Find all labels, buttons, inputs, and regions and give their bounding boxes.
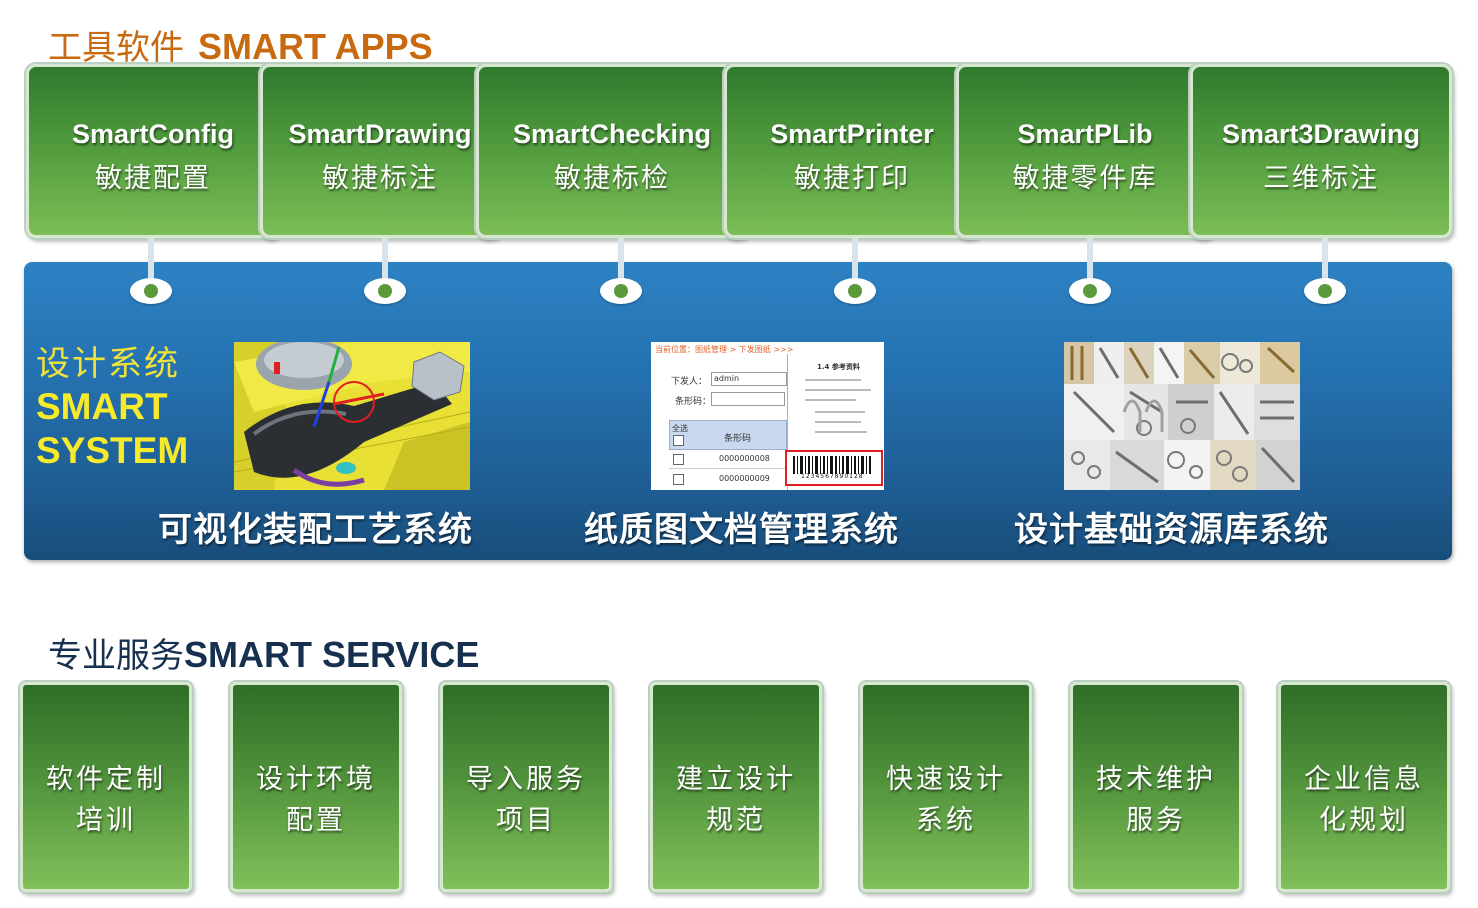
service-title-cn: 专业服务: [48, 636, 184, 676]
barcode-digits: 1234567890128: [801, 473, 864, 480]
connector-node: [130, 278, 172, 304]
issuer-label: 下发人：: [671, 377, 708, 387]
apps-title-cn: 工具软件: [48, 28, 184, 68]
doc-breadcrumb: 当前位置：图纸管理 > 下发图纸 >>>: [655, 345, 794, 354]
smart-system-panel: 设计系统 SMART SYSTEM 当前位置：图纸管理 > 下发: [24, 262, 1452, 560]
service-label-line2: 项目: [496, 805, 556, 836]
table-header: 全选 条形码: [669, 420, 787, 450]
app-cn-name: 敏捷配置: [95, 163, 211, 194]
select-all-label: 全选: [672, 424, 688, 433]
service-card-training[interactable]: 软件定制 培训: [20, 682, 192, 892]
connector-dot: [614, 284, 628, 298]
service-card-standards[interactable]: 建立设计 规范: [650, 682, 822, 892]
assembly-3d-image[interactable]: [234, 342, 470, 490]
app-cn-name: 敏捷标检: [554, 163, 670, 194]
app-name: SmartConfig: [72, 119, 234, 149]
system-title-en-line2: SYSTEM: [36, 430, 189, 471]
doc-text-lines: [805, 379, 871, 433]
connector-line: [148, 238, 154, 280]
system-label-assembly: 可视化装配工艺系统: [158, 510, 473, 550]
app-name: SmartDrawing: [288, 119, 472, 149]
service-label-line2: 化规划: [1319, 805, 1409, 836]
system-label-resource: 设计基础资源库系统: [1014, 510, 1329, 550]
connector-node: [600, 278, 642, 304]
service-label-line1: 导入服务: [466, 764, 586, 795]
connector-line: [1087, 238, 1093, 280]
service-label-line1: 技术维护: [1096, 764, 1216, 795]
app-cn-name: 敏捷零件库: [1012, 163, 1158, 194]
parts-library-image[interactable]: [1064, 342, 1300, 490]
connector-line: [852, 238, 858, 280]
service-label-line1: 设计环境: [256, 764, 376, 795]
apps-title-en: SMART APPS: [198, 26, 433, 67]
system-title-en-line1: SMART: [36, 386, 168, 427]
app-card-smartprinter[interactable]: SmartPrinter 敏捷打印: [724, 64, 980, 238]
table-row[interactable]: 0000000009: [669, 470, 785, 488]
row-checkbox[interactable]: [673, 474, 684, 485]
barcode-field[interactable]: [711, 392, 785, 406]
app-card-smartplib[interactable]: SmartPLib 敏捷零件库: [956, 64, 1214, 238]
system-section-title: 设计系统 SMART SYSTEM: [36, 336, 188, 473]
barcode-label: 条形码：: [675, 397, 712, 407]
barcode-form-pane: 下发人： admin 条形码： 全选 条形码 0000000008 000000…: [651, 354, 788, 490]
connector-node: [1069, 278, 1111, 304]
service-card-import[interactable]: 导入服务 项目: [440, 682, 612, 892]
app-card-smartchecking[interactable]: SmartChecking 敏捷标检: [476, 64, 748, 238]
doc-heading: 1.4 参考资料: [817, 363, 860, 371]
fastener-collage-illustration: [1064, 342, 1300, 490]
barcode-icon: [793, 456, 871, 474]
system-title-cn: 设计系统: [36, 344, 180, 384]
app-card-smartconfig[interactable]: SmartConfig 敏捷配置: [26, 64, 280, 238]
connector-node: [834, 278, 876, 304]
column-header-barcode: 条形码: [724, 434, 752, 444]
connector-line: [382, 238, 388, 280]
service-label-line1: 快速设计: [886, 764, 1006, 795]
app-name: SmartPLib: [1017, 119, 1153, 149]
service-section-title: 专业服务SMART SERVICE: [48, 628, 479, 677]
assembly-3d-illustration: [234, 342, 470, 490]
connector-dot: [144, 284, 158, 298]
service-label-line1: 软件定制: [46, 764, 166, 795]
system-label-document: 纸质图文档管理系统: [584, 510, 899, 550]
connector-line: [1322, 238, 1328, 280]
select-all-checkbox[interactable]: [673, 435, 684, 446]
row-checkbox[interactable]: [673, 454, 684, 465]
app-cn-name: 三维标注: [1263, 163, 1379, 194]
service-label-line2: 配置: [286, 805, 346, 836]
app-cn-name: 敏捷打印: [794, 163, 910, 194]
connector-dot: [848, 284, 862, 298]
row-barcode: 0000000008: [719, 454, 770, 463]
apps-section-title: 工具软件 SMART APPS: [48, 20, 433, 69]
service-label-line2: 规范: [706, 805, 766, 836]
app-name: SmartPrinter: [770, 119, 934, 149]
service-card-maintenance[interactable]: 技术维护 服务: [1070, 682, 1242, 892]
service-card-it-planning[interactable]: 企业信息 化规划: [1278, 682, 1450, 892]
connector-dot: [1083, 284, 1097, 298]
service-label-line2: 培训: [76, 805, 136, 836]
barcode-document-image[interactable]: 当前位置：图纸管理 > 下发图纸 >>> 下发人： admin 条形码： 全选 …: [651, 342, 884, 490]
connector-line: [618, 238, 624, 280]
barcode-highlight-box: 1234567890128: [785, 450, 883, 486]
connector-node: [364, 278, 406, 304]
connector-node: [1304, 278, 1346, 304]
app-name: Smart3Drawing: [1221, 119, 1421, 149]
row-barcode: 0000000009: [719, 474, 770, 483]
app-card-smartdrawing[interactable]: SmartDrawing 敏捷标注: [260, 64, 500, 238]
service-card-rapid-design[interactable]: 快速设计 系统: [860, 682, 1032, 892]
service-label-line1: 建立设计: [676, 764, 796, 795]
service-label-line2: 系统: [916, 805, 976, 836]
service-title-en: SMART SERVICE: [184, 634, 480, 675]
app-cn-name: 敏捷标注: [322, 163, 438, 194]
service-card-environment[interactable]: 设计环境 配置: [230, 682, 402, 892]
app-name: SmartChecking: [512, 119, 712, 149]
service-label-line2: 服务: [1126, 805, 1186, 836]
app-card-smart3drawing[interactable]: Smart3Drawing 三维标注: [1190, 64, 1452, 238]
connector-dot: [1318, 284, 1332, 298]
table-row[interactable]: 0000000008: [669, 450, 785, 469]
connector-dot: [378, 284, 392, 298]
issuer-field[interactable]: admin: [711, 372, 787, 386]
service-label-line1: 企业信息: [1304, 764, 1424, 795]
